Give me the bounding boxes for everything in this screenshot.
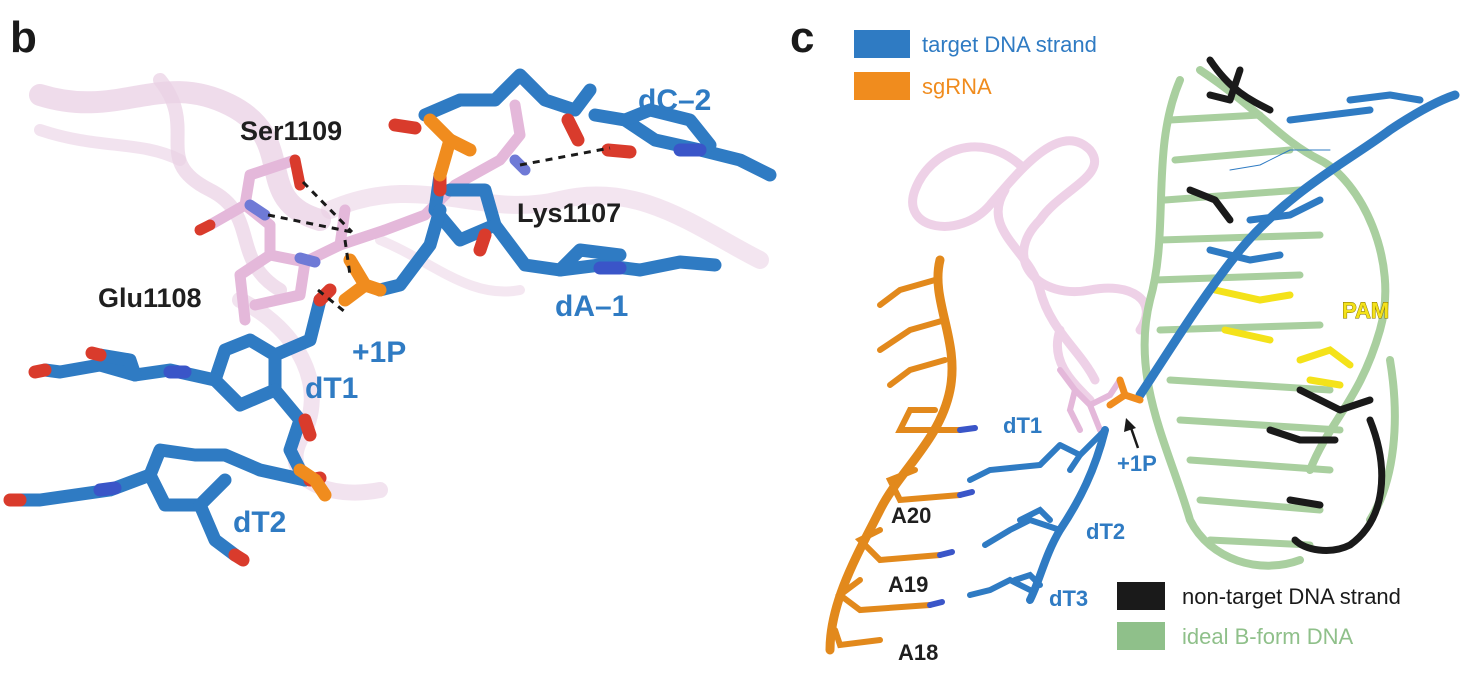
panel-c-nontarget-strand [1186, 56, 1386, 554]
label-lys1107: Lys1107 [517, 198, 621, 228]
legend-swatch-nontarget [1117, 582, 1165, 610]
legend-label-nontarget: non-target DNA strand [1182, 584, 1401, 609]
panel-b-dna-nitrogens [93, 143, 707, 497]
label-c-dt1: dT1 [1003, 413, 1042, 438]
label-pam: PAM [1342, 298, 1389, 323]
legend-swatch-target-dna [854, 30, 910, 58]
legend-label-target-dna: target DNA strand [922, 32, 1097, 57]
label-c-plus1p: +1P [1117, 451, 1157, 476]
panel-c-target-bases [967, 462, 1063, 598]
label-plus1p: +1P [352, 336, 406, 369]
legend-label-bform: ideal B-form DNA [1182, 624, 1353, 649]
label-c-dt2: dT2 [1086, 519, 1125, 544]
label-dt2: dT2 [233, 506, 286, 539]
panel-c-sgrna-base-tips [927, 425, 978, 608]
panel-c-arrow-plus1p [1124, 418, 1140, 449]
label-c-dt3: dT3 [1049, 586, 1088, 611]
panel-b-hydrogen-bonds [267, 146, 611, 314]
panel-c-pam-sticks [1211, 286, 1354, 389]
legend-swatch-bform [1117, 622, 1165, 650]
panel-b-phosphates [293, 113, 477, 502]
panel-b: b [3, 13, 777, 567]
label-a19: A19 [888, 572, 928, 597]
panel-c-target-strand [1026, 90, 1460, 604]
panel-c-phosphate-1p [1106, 376, 1144, 409]
legend-swatch-sgrna [854, 72, 910, 100]
legend-label-sgrna: sgRNA [922, 74, 992, 99]
panel-c-sgrna [825, 255, 957, 655]
label-ser1109: Ser1109 [240, 116, 342, 146]
label-glu1108: Glu1108 [98, 283, 202, 313]
label-a18: A18 [898, 640, 938, 665]
label-da-1: dA–1 [555, 290, 628, 323]
panel-b-residue-oxygens [194, 154, 306, 236]
panel-c: c target DNA strand sgRNA [790, 13, 1460, 665]
label-a20: A20 [891, 503, 931, 528]
panel-c-protein-sticks [1057, 367, 1123, 433]
panel-c-bform-bases [1151, 111, 1344, 549]
label-dc-2: dC–2 [638, 84, 711, 117]
panel-b-residue-sticks [204, 99, 526, 326]
panel-c-letter: c [790, 13, 814, 62]
panel-c-protein-loop [908, 136, 1151, 405]
panel-b-letter: b [10, 13, 37, 62]
panel-c-sgrna-bases [832, 277, 963, 649]
label-dt1: dT1 [305, 372, 358, 405]
